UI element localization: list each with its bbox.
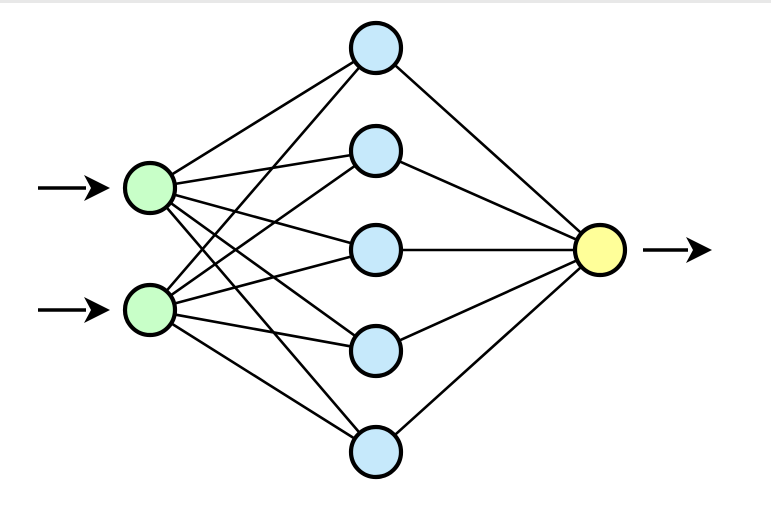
neuron-h2[interactable]: [348, 123, 404, 179]
edge-h1-o1: [392, 62, 584, 236]
edge-i1-h3: [171, 193, 355, 245]
edge-i2-h4: [172, 312, 354, 349]
edge-i1-h2: [172, 153, 354, 186]
neuron-h1[interactable]: [348, 20, 404, 76]
input-arrow-top-head: [84, 175, 110, 201]
neuron-h3[interactable]: [348, 222, 404, 278]
input-arrow-bottom-head: [84, 297, 110, 323]
edge-i1-h5: [164, 204, 362, 436]
edge-i2-h5: [169, 321, 357, 441]
io-arrows-group: [38, 175, 712, 323]
neuron-h4[interactable]: [348, 323, 404, 379]
edge-i2-h1: [164, 64, 362, 294]
edge-i1-h4: [168, 200, 358, 339]
neuron-i1[interactable]: [122, 160, 178, 216]
edge-h5-o1: [392, 264, 584, 438]
neuron-i2[interactable]: [122, 282, 178, 338]
connection-edges-group: [164, 59, 584, 441]
edge-i2-h3: [171, 254, 355, 306]
edge-h2-o1: [396, 159, 580, 242]
neuron-nodes-group: [122, 20, 628, 480]
neuron-h5[interactable]: [348, 424, 404, 480]
neuron-o1[interactable]: [572, 222, 628, 278]
edge-i2-h2: [168, 163, 358, 298]
output-arrow-head: [686, 237, 712, 263]
top-edge-strip: [0, 0, 771, 3]
edge-i1-h1: [169, 59, 357, 177]
edge-h4-o1: [396, 258, 580, 343]
